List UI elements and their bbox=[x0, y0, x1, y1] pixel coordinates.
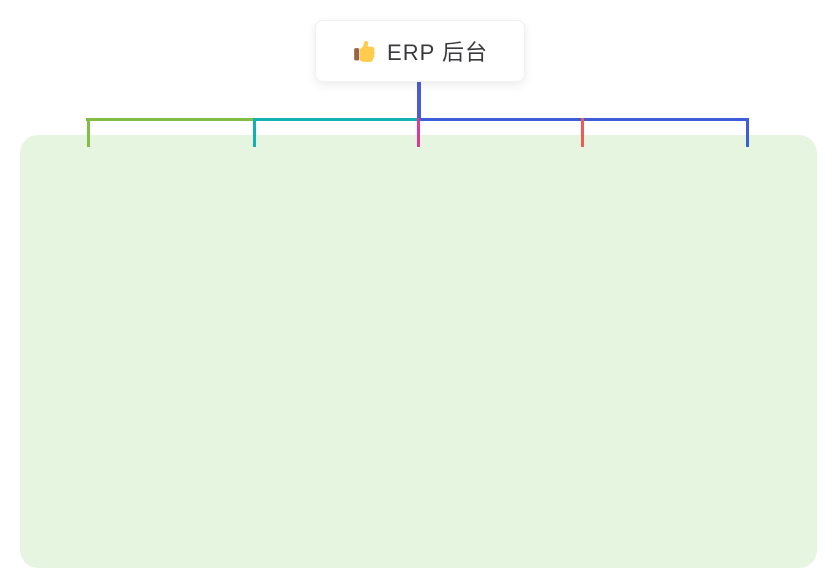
connector-drop-branch-1 bbox=[87, 118, 90, 147]
connector-drop-branch-5 bbox=[746, 118, 749, 147]
root-title: ERP 后台 bbox=[387, 40, 488, 65]
root-node[interactable]: ERP 后台 bbox=[315, 20, 525, 82]
branches-panel bbox=[20, 135, 817, 568]
connector-rail-segment-2 bbox=[253, 118, 420, 121]
connector-drop-branch-3 bbox=[417, 118, 420, 147]
connector-rail-segment-1 bbox=[86, 118, 256, 121]
connector-drop-branch-4 bbox=[581, 118, 584, 147]
connector-drop-branch-2 bbox=[253, 118, 256, 147]
thumbs-up-icon bbox=[354, 40, 375, 62]
connector-root-stem bbox=[417, 82, 421, 120]
